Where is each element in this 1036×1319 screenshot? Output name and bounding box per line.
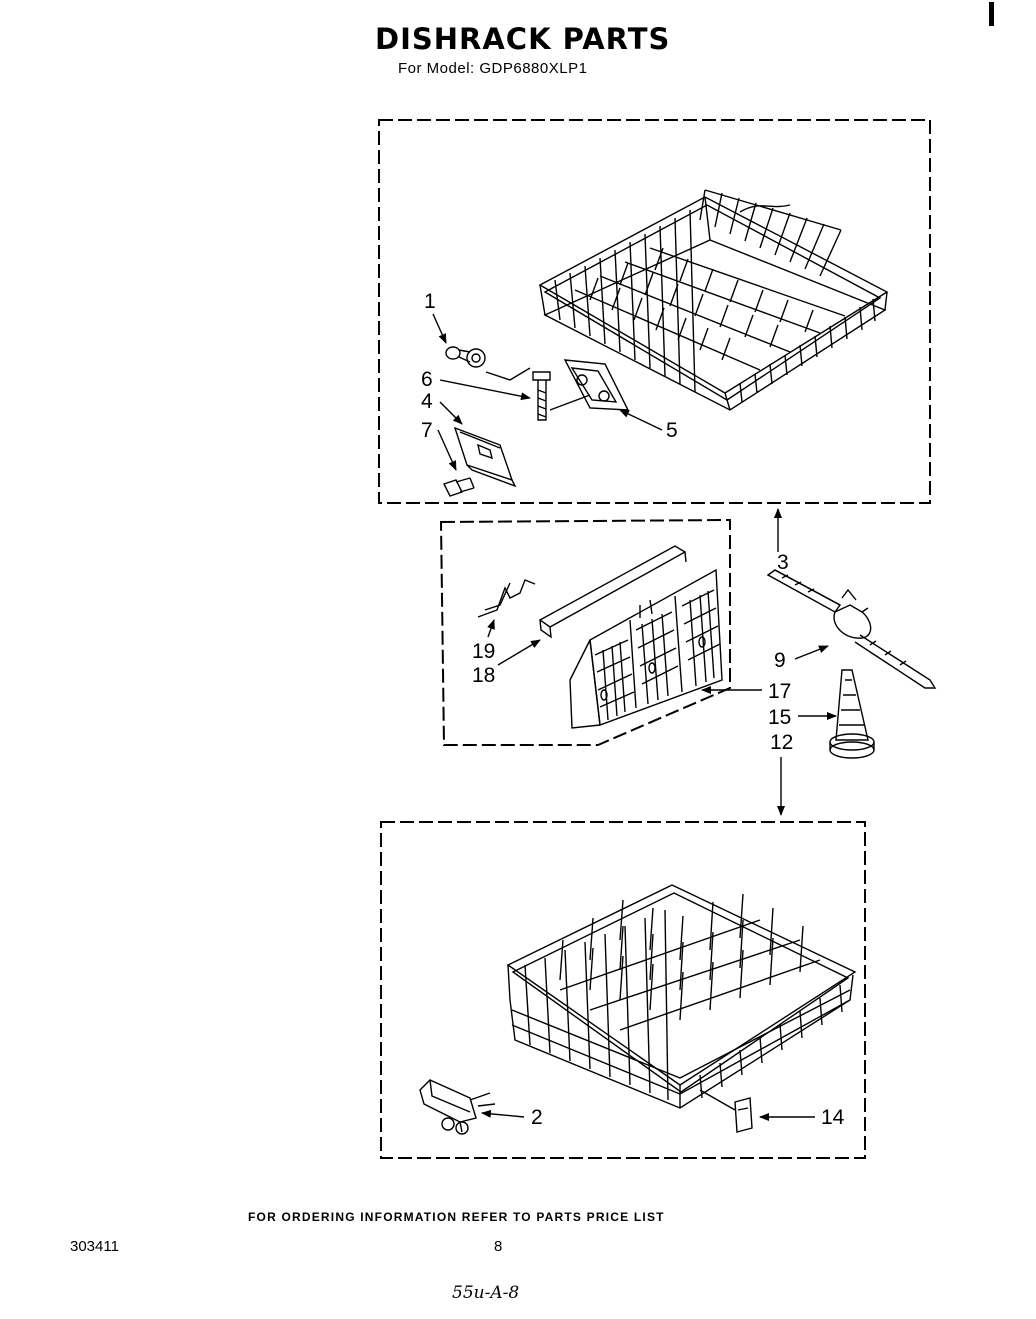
callout-9: 9 (774, 649, 786, 672)
model-subtitle: For Model: GDP6880XLP1 (398, 60, 588, 77)
callout-18: 18 (472, 664, 495, 687)
page-number: 8 (494, 1238, 503, 1255)
middle-leader-lines (487, 619, 837, 816)
callout-17: 17 (768, 680, 791, 703)
callout-3: 3 (777, 551, 789, 574)
lower-rack-parts-drawing (419, 1079, 753, 1135)
page-title: DISHRACK PARTS (375, 22, 671, 56)
callout-2: 2 (531, 1106, 543, 1129)
spray-arm-and-support-drawing (766, 569, 937, 759)
callout-15: 15 (768, 706, 791, 729)
silverware-basket-frame (439, 518, 731, 746)
callout-14: 14 (821, 1106, 845, 1129)
ordering-note: FOR ORDERING INFORMATION REFER TO PARTS … (248, 1210, 665, 1224)
upper-rack-frame (378, 119, 931, 504)
rack-adjuster-parts-drawing (443, 346, 630, 497)
callout-6: 6 (421, 368, 433, 391)
document-number: 303411 (70, 1238, 119, 1255)
lower-leader-lines (481, 1109, 815, 1121)
callout-7: 7 (421, 419, 433, 442)
callout-4: 4 (421, 390, 433, 413)
scan-edge-mark (989, 2, 994, 26)
handwritten-note: 55u-A-8 (452, 1283, 520, 1303)
callout-1: 1 (424, 290, 436, 313)
silverware-basket-drawing (477, 545, 723, 729)
upper-rack-leader-lines (432, 313, 663, 471)
callout-19: 19 (472, 640, 495, 663)
callout-5: 5 (666, 419, 678, 442)
lower-dishrack-drawing (506, 884, 857, 1109)
lower-rack-frame (380, 821, 866, 1159)
upper-dishrack-drawing (538, 189, 889, 411)
callout-12: 12 (770, 731, 793, 754)
